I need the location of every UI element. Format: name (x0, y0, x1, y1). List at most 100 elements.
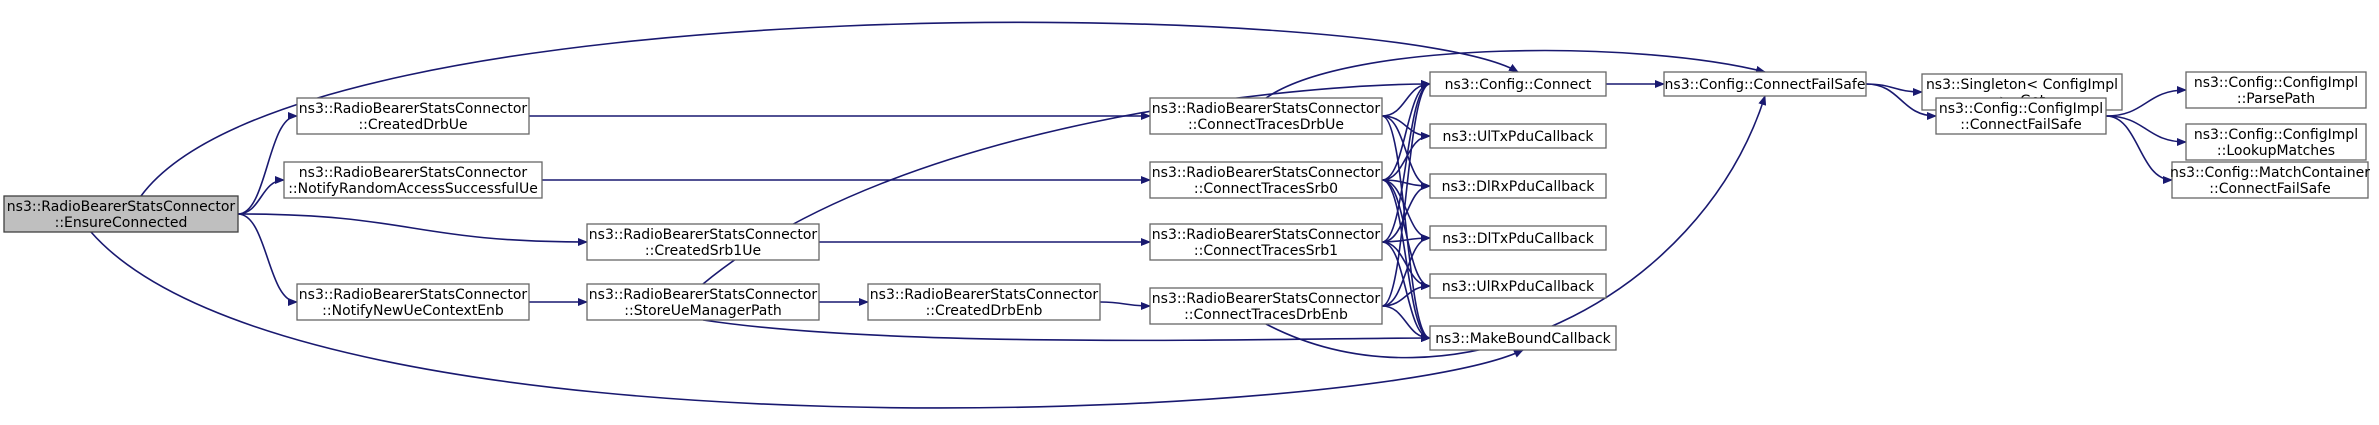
edge-sump-to-mbc (702, 319, 1431, 343)
node-box (1429, 325, 1617, 351)
node-label: ::EnsureConnected (55, 215, 188, 231)
node-label: ::LookupMatches (2217, 143, 2335, 159)
node-label: ns3::Config::MatchContainer (2170, 165, 2370, 181)
node-box (1935, 97, 2107, 135)
node-cdrbue[interactable]: ns3::RadioBearerStatsConnector::CreatedD… (296, 97, 530, 135)
node-label: ns3::RadioBearerStatsConnector (1152, 227, 1381, 243)
node-label: ::CreatedDrbUe (358, 117, 467, 133)
edge-ctsrb1-to-dlrx (1381, 182, 1431, 243)
node-dltx[interactable]: ns3::DlTxPduCallback (1429, 225, 1607, 251)
node-label: ns3::RadioBearerStatsConnector (7, 199, 236, 215)
node-label: ns3::RadioBearerStatsConnector (589, 287, 818, 303)
node-label: ::ConnectFailSafe (2209, 181, 2330, 197)
node-box (867, 283, 1101, 321)
node-cdrbenb[interactable]: ns3::RadioBearerStatsConnector::CreatedD… (867, 283, 1101, 321)
node-label: ::ConnectFailSafe (1960, 117, 2081, 133)
node-ulrx[interactable]: ns3::UlRxPduCallback (1429, 273, 1607, 299)
node-label: ns3::RadioBearerStatsConnector (870, 287, 1099, 303)
node-label: ::ConnectTracesDrbUe (1188, 117, 1344, 133)
edge-cfs-to-cicfs (1865, 83, 1937, 120)
node-box (2185, 71, 2367, 109)
node-label: ns3::DlTxPduCallback (1442, 231, 1595, 247)
node-box (1149, 161, 1383, 199)
node-label: ns3::Config::ConfigImpl (1939, 101, 2103, 117)
node-csrb1[interactable]: ns3::RadioBearerStatsConnector::CreatedS… (586, 223, 820, 261)
node-label: ns3::RadioBearerStatsConnector (1152, 165, 1381, 181)
node-label: ns3::Config::ConfigImpl (2194, 75, 2358, 91)
node-mbc[interactable]: ns3::MakeBoundCallback (1429, 325, 1617, 351)
edge-ctdrbue-to-mbc (1381, 115, 1431, 342)
node-connect[interactable]: ns3::Config::Connect (1429, 71, 1607, 97)
node-ctdrbenb[interactable]: ns3::RadioBearerStatsConnector::ConnectT… (1149, 287, 1383, 325)
nodes: ns3::RadioBearerStatsConnector::EnsureCo… (3, 71, 2370, 351)
node-label: ns3::MakeBoundCallback (1435, 331, 1611, 347)
node-box (296, 97, 530, 135)
node-box (1429, 273, 1607, 299)
node-box (1149, 287, 1383, 325)
node-sump[interactable]: ns3::RadioBearerStatsConnector::StoreUeM… (586, 283, 820, 321)
node-label: ns3::RadioBearerStatsConnector (1152, 291, 1381, 307)
node-label: ns3::RadioBearerStatsConnector (299, 101, 528, 117)
edge-cicfs-to-lookup (2105, 115, 2187, 146)
edge-ctsrb0-to-ulrx (1381, 179, 1431, 290)
node-mccfs[interactable]: ns3::Config::MatchContainer::ConnectFail… (2170, 161, 2370, 199)
node-box (586, 283, 820, 321)
node-label: ::NotifyNewUeContextEnb (322, 303, 504, 319)
node-cicfs[interactable]: ns3::Config::ConfigImpl::ConnectFailSafe (1935, 97, 2107, 135)
node-label: ns3::UlRxPduCallback (1442, 279, 1595, 295)
node-cfs[interactable]: ns3::Config::ConnectFailSafe (1663, 71, 1867, 97)
node-box (1429, 71, 1607, 97)
node-nnue[interactable]: ns3::RadioBearerStatsConnector::NotifyNe… (296, 283, 530, 321)
node-dlrx[interactable]: ns3::DlRxPduCallback (1429, 173, 1607, 199)
node-box (2171, 161, 2369, 199)
node-ctdrbue[interactable]: ns3::RadioBearerStatsConnector::ConnectT… (1149, 97, 1383, 135)
node-label: ::ConnectTracesSrb1 (1194, 243, 1338, 259)
node-label: ns3::Singleton< ConfigImpl (1926, 77, 2118, 93)
edge-ctsrb1-to-connect (1381, 80, 1431, 243)
node-box (296, 283, 530, 321)
node-label: ns3::Config::ConfigImpl (2194, 127, 2358, 143)
edge-ensure-to-connect (140, 21, 1519, 197)
edge-ctdrbenb-to-cfs (1265, 95, 1767, 359)
node-box (2185, 123, 2367, 161)
node-label: ns3::RadioBearerStatsConnector (589, 227, 818, 243)
node-label: ::ParsePath (2237, 91, 2315, 107)
node-box (283, 161, 543, 199)
edge-ensure-to-csrb1 (237, 213, 588, 246)
edge-ensure-to-nras (237, 176, 285, 215)
edge-ctdrbenb-to-connect (1381, 80, 1431, 307)
node-lookup[interactable]: ns3::Config::ConfigImpl::LookupMatches (2185, 123, 2367, 161)
node-label: ::ConnectTracesDrbEnb (1184, 307, 1348, 323)
edge-ensure-to-mbc (90, 231, 1524, 409)
node-label: ns3::UlTxPduCallback (1442, 129, 1594, 145)
edge-sump-to-connect (702, 80, 1431, 285)
node-ensure[interactable]: ns3::RadioBearerStatsConnector::EnsureCo… (3, 195, 239, 233)
edge-ctdrbue-to-cfs (1265, 49, 1766, 99)
node-box (1149, 223, 1383, 261)
node-label: ns3::RadioBearerStatsConnector (299, 165, 528, 181)
edge-ensure-to-nnue (237, 213, 298, 306)
node-label: ns3::DlRxPduCallback (1442, 179, 1596, 195)
node-box (1663, 71, 1867, 97)
edge-cdrbenb-to-ctdrbenb (1099, 301, 1151, 310)
node-label: ns3::Config::ConnectFailSafe (1665, 77, 1866, 93)
node-label: ::NotifyRandomAccessSuccessfulUe (288, 181, 538, 197)
edge-cicfs-to-mccfs (2105, 115, 2173, 184)
node-label: ns3::RadioBearerStatsConnector (299, 287, 528, 303)
node-label: ::CreatedDrbEnb (926, 303, 1043, 319)
node-box (1149, 97, 1383, 135)
node-nras[interactable]: ns3::RadioBearerStatsConnector::NotifyRa… (283, 161, 543, 199)
edge-ctsrb1-to-ulrx (1381, 241, 1431, 290)
node-ultx[interactable]: ns3::UlTxPduCallback (1429, 123, 1607, 149)
node-ctsrb0[interactable]: ns3::RadioBearerStatsConnector::ConnectT… (1149, 161, 1383, 199)
node-label: ns3::Config::Connect (1445, 77, 1592, 93)
edge-ctdrbenb-to-dltx (1381, 234, 1431, 307)
edge-ctdrbenb-to-ulrx (1381, 282, 1431, 307)
node-label: ns3::RadioBearerStatsConnector (1152, 101, 1381, 117)
edge-ctdrbenb-to-mbc (1381, 305, 1431, 342)
node-label: ::StoreUeManagerPath (624, 303, 781, 319)
edge-cicfs-to-parse (2105, 86, 2187, 117)
node-ctsrb1[interactable]: ns3::RadioBearerStatsConnector::ConnectT… (1149, 223, 1383, 261)
node-parse[interactable]: ns3::Config::ConfigImpl::ParsePath (2185, 71, 2367, 109)
